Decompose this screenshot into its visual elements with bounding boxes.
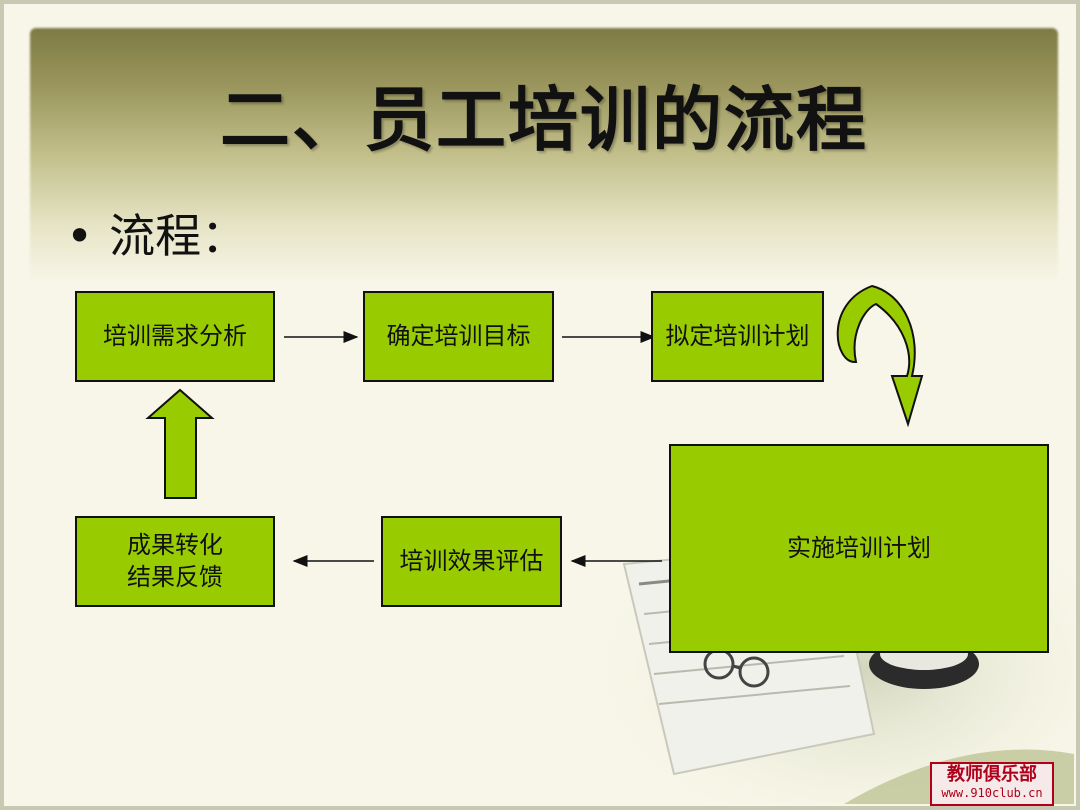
step-1-label: 培训需求分析 [103, 321, 247, 350]
step-2-label: 确定培训目标 [386, 321, 531, 350]
step-5-label: 培训效果评估 [399, 546, 544, 575]
step-6-label-line2: 结果反馈 [127, 562, 223, 591]
flow-connectors [145, 284, 924, 567]
block-up-arrow [145, 388, 215, 499]
logo-line-1: 教师俱乐部 [947, 764, 1037, 785]
bullet-label: 流程： [109, 209, 248, 263]
step-training-needs-analysis: 培训需求分析 [75, 291, 275, 382]
slide-title: 二、员工培训的流程 [220, 78, 868, 161]
bullet-text: • 流程： [66, 200, 247, 266]
site-logo-stamp: 教师俱乐部 www.910club.cn [930, 762, 1054, 806]
step-4-label: 实施培训计划 [787, 533, 931, 562]
step-set-training-goals: 确定培训目标 [363, 291, 554, 382]
step-training-evaluation: 培训效果评估 [381, 516, 562, 607]
header-gradient-band [30, 28, 1058, 283]
bullet-dot-icon: • [66, 209, 94, 263]
step-implement-training-plan: 实施培训计划 [669, 444, 1049, 653]
step-6-label-line1: 成果转化 [127, 531, 223, 560]
step-result-transfer-feedback: 成果转化 结果反馈 [75, 516, 275, 607]
step-3-label: 拟定培训计划 [665, 321, 810, 350]
logo-line-2: www.910club.cn [941, 786, 1043, 800]
step-draft-training-plan: 拟定培训计划 [651, 291, 824, 382]
curved-down-arrow [836, 284, 924, 428]
